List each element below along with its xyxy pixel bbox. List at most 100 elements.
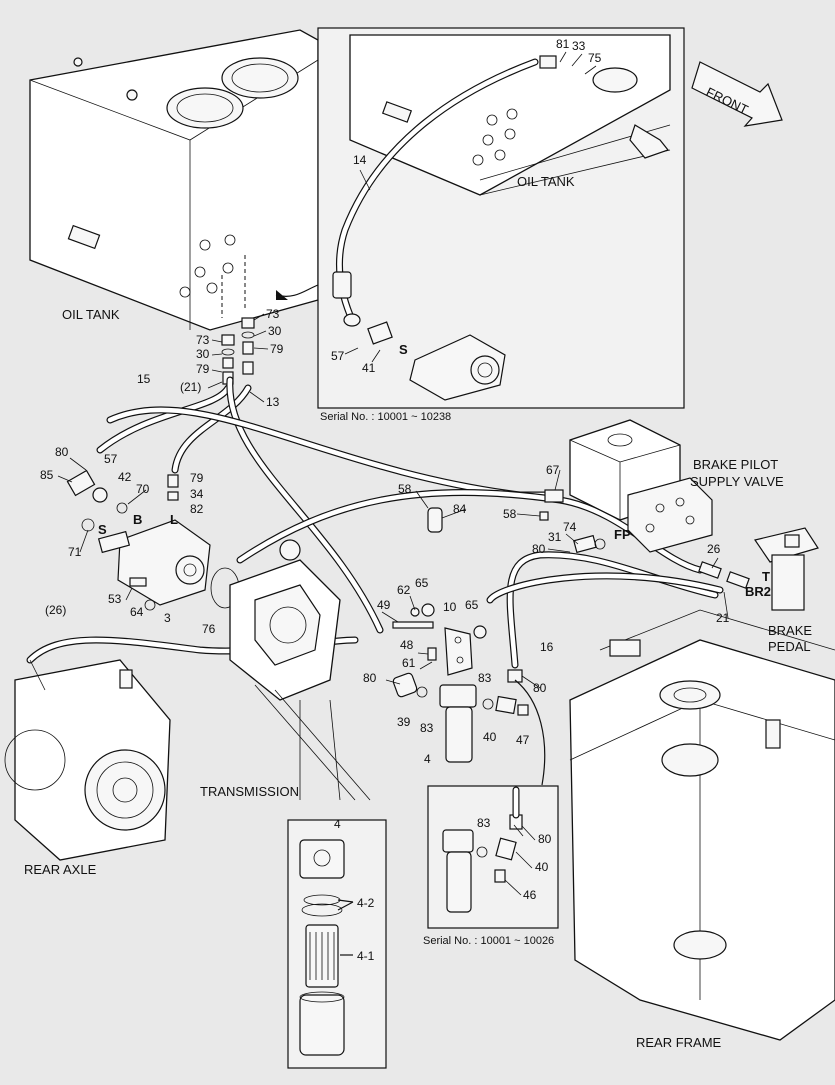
part-number: 4 (334, 817, 341, 831)
part-number: 80 (532, 542, 546, 556)
part-number: 30 (196, 347, 210, 361)
part-number: 76 (202, 622, 216, 636)
caption-brake-pilot-line2: SUPPLY VALVE (690, 474, 784, 489)
oil-tank-main-drawing (29, 29, 319, 331)
port-label-br2: BR2 (745, 584, 771, 599)
leader-to-filter-inset (514, 679, 546, 786)
part-number: 65 (465, 598, 479, 612)
serial-inset-top: Serial No. : 10001 ~ 10238 (320, 411, 451, 423)
part-number: 73 (196, 333, 210, 347)
part-number: 33 (572, 39, 586, 53)
hose-long-to-filter (226, 376, 384, 634)
caption-brake-pedal-line2: PEDAL (768, 639, 811, 654)
serial-inset-filter: Serial No. : 10001 ~ 10026 (423, 935, 554, 947)
part-number: 49 (377, 598, 391, 612)
part-number: 40 (483, 730, 497, 744)
filter-detail-drawing (299, 839, 354, 1056)
part-number: 62 (397, 583, 411, 597)
part-number: 80 (55, 445, 69, 459)
part-number: 79 (270, 342, 284, 356)
part-number: 16 (540, 640, 554, 654)
part-number: 75 (588, 51, 602, 65)
inset-tank-drawing (349, 34, 671, 196)
part-number: 41 (362, 361, 376, 375)
caption-brake-pedal-line1: BRAKE (768, 623, 812, 638)
part-number: 34 (190, 487, 204, 501)
part-number: 39 (397, 715, 411, 729)
part-number: 65 (415, 576, 429, 590)
part-number: 74 (563, 520, 577, 534)
caption-rear-frame: REAR FRAME (636, 1035, 722, 1050)
rear-axle-drawing (4, 659, 171, 861)
part-number: 82 (190, 502, 204, 516)
part-number: 73 (266, 307, 280, 321)
part-number: 79 (190, 471, 204, 485)
part-number: 4 (424, 752, 431, 766)
return-filter-assembly (392, 669, 529, 763)
caption-oil-tank-main: OIL TANK (62, 307, 120, 322)
part-number: 80 (363, 671, 377, 685)
hose-21 (486, 572, 724, 604)
part-number: 71 (68, 545, 82, 559)
port-label-s-main: S (98, 522, 107, 537)
part-number: 81 (556, 37, 570, 51)
part-number: 4-2 (357, 896, 375, 910)
caption-brake-pilot-line1: BRAKE PILOT (693, 457, 778, 472)
filter-inset-drawing (442, 786, 523, 913)
port-label-l: L (170, 512, 178, 527)
part-number: 79 (196, 362, 210, 376)
part-number: 26 (707, 542, 721, 556)
part-number: 67 (546, 463, 560, 477)
callout-leader-lines (57, 51, 729, 896)
main-pump-assembly (66, 469, 240, 611)
bracket-10-parts (392, 507, 487, 676)
caption-rear-axle: REAR AXLE (24, 862, 97, 877)
port-label-b: B (133, 512, 142, 527)
part-number: 3 (164, 611, 171, 625)
part-number: 13 (266, 395, 280, 409)
part-number: 83 (477, 816, 491, 830)
port-label-s-inset: S (399, 342, 408, 357)
part-number: 70 (136, 482, 150, 496)
part-number: 15 (137, 372, 151, 386)
part-number: 80 (538, 832, 552, 846)
caption-oil-tank-inset: OIL TANK (517, 174, 575, 189)
port-label-fp: FP (614, 527, 631, 542)
part-number: (26) (45, 603, 66, 617)
part-number: (21) (180, 380, 201, 394)
part-number: 83 (478, 671, 492, 685)
port-label-t: T (762, 569, 770, 584)
part-number: 47 (516, 733, 530, 747)
part-number: 64 (130, 605, 144, 619)
rear-frame-drawing (569, 609, 835, 1041)
caption-transmission: TRANSMISSION (200, 784, 299, 799)
part-number: 83 (420, 721, 434, 735)
part-number: 4-1 (357, 949, 375, 963)
part-number: 10 (443, 600, 457, 614)
front-arrow: FRONT (691, 61, 783, 127)
part-number: 61 (402, 656, 416, 670)
part-number: 85 (40, 468, 54, 482)
part-number: 58 (398, 482, 412, 496)
part-number: 30 (268, 324, 282, 338)
hose-13 (171, 384, 252, 474)
inset-pump (367, 321, 506, 401)
part-number: 58 (503, 507, 517, 521)
arrow-to-inset (276, 290, 288, 300)
part-number: 57 (331, 349, 345, 363)
part-number: 53 (108, 592, 122, 606)
part-number: 84 (453, 502, 467, 516)
part-number: 48 (400, 638, 414, 652)
hose-upper-crossing (106, 406, 564, 499)
part-number: 21 (716, 611, 730, 625)
part-number: 40 (535, 860, 549, 874)
brake-pedal-drawing (754, 527, 819, 611)
part-number: 46 (523, 888, 537, 902)
part-number-callouts: 81 33 75 14 57 41 73 73 30 30 79 79 (21)… (40, 37, 730, 963)
inset-hose-14 (332, 55, 557, 327)
brake-pilot-supply-valve (539, 419, 750, 589)
part-number: 42 (118, 470, 132, 484)
part-number: 14 (353, 153, 367, 167)
